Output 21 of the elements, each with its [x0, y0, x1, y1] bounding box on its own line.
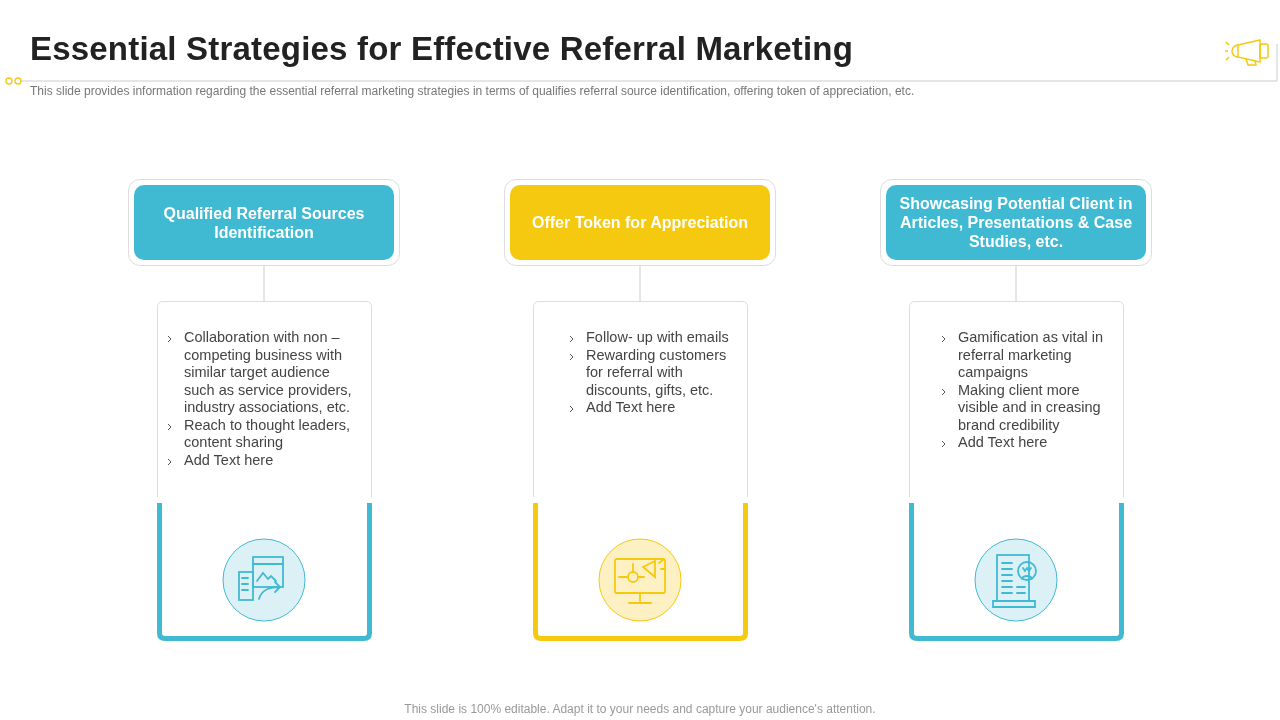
bullet-text: Gamification as vital in referral marketing campaigns — [958, 329, 1105, 382]
bullet-text: Collaboration with non – competing business with similar target audience such as service providers, industry associations, etc. — [184, 329, 353, 417]
bullet-text: Making client more visible and in creasing brand credibility — [958, 381, 1102, 434]
subtitle-text: This slide provides information regarding the essential referral marketing strategies in terms of qualifies referral source identification, offering token of appreciation, etc. — [30, 84, 915, 98]
header-card — [504, 179, 776, 266]
header-text: Showcasing Potential Client in Articles, Presentations & Case Studies, etc. — [898, 194, 1134, 251]
content-card — [157, 301, 372, 641]
bullet-text: Follow- up with emails — [586, 329, 729, 347]
header-text: Offer Token for Appreciation — [531, 213, 749, 232]
bullet-text: Add Text here — [958, 434, 1048, 452]
header-card — [880, 179, 1152, 266]
content-card — [533, 301, 748, 641]
bullet-text: Reach to thought leaders, content sharing — [184, 416, 352, 452]
header-text: Qualified Referral Sources Identification — [162, 203, 366, 242]
bullet-text: Rewarding customers for referral with discounts, gifts, etc. — [586, 346, 728, 399]
header-card — [128, 179, 400, 266]
slide-title: Essential Strategies for Effective Referral Marketing — [30, 30, 854, 68]
bullet-text: Add Text here — [586, 399, 676, 417]
bullet-text: Add Text here — [184, 451, 274, 469]
content-card — [909, 301, 1124, 641]
footer-note: This slide is 100% editable. Adapt it to your needs and capture your audience's attention. — [403, 702, 877, 716]
